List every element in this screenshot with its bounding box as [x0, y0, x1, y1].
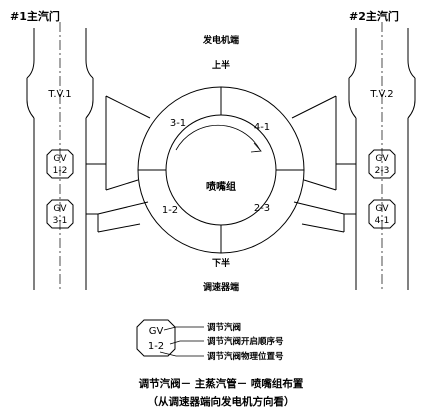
gv-2-3-bottom: 2-3: [375, 166, 390, 176]
lower-half-label: 下半: [212, 257, 230, 269]
caption-line-1: 调节汽阀－ 主蒸汽管－ 喷嘴组布置: [139, 377, 304, 390]
gv-3-1-bottom: 3-1: [53, 216, 68, 226]
legend-gv-bottom: 1-2: [148, 341, 164, 352]
legend-item-physical-position: 调节汽阀物理位置号: [207, 351, 284, 362]
nozzle-segment-2-3: 2-3: [254, 203, 270, 214]
upper-half-label: 上半: [212, 59, 230, 71]
generator-end-label: 发电机端: [202, 34, 239, 46]
right-main-valve-title: #2主汽门: [349, 9, 399, 23]
gv-1-2-top: GV: [53, 154, 67, 164]
nozzle-group-label: 喷嘴组: [206, 180, 236, 193]
left-main-valve-label: T.V.1: [47, 89, 71, 100]
control-valve-gv-2-3: GV 2-3: [368, 149, 396, 179]
right-main-valve-label: T.V.2: [369, 89, 393, 100]
control-valve-gv-3-1: GV 3-1: [46, 199, 74, 229]
right-main-valve: T.V.2: [348, 22, 416, 292]
legend-item-opening-sequence: 调节汽阀开启顺序号: [207, 336, 284, 347]
nozzle-segment-4-1: 4-1: [254, 122, 270, 133]
nozzle-segment-1-2: 1-2: [162, 205, 178, 216]
gv-4-1-top: GV: [375, 204, 389, 214]
control-valve-gv-1-2: GV 1-2: [46, 149, 74, 179]
gv-1-2-bottom: 1-2: [53, 166, 68, 176]
nozzle-ring: 3-1 4-1 1-2 2-3 喷嘴组: [137, 86, 305, 254]
gv-4-1-bottom: 4-1: [375, 216, 390, 226]
left-main-valve: T.V.1: [26, 22, 94, 292]
left-main-valve-title: #1主汽门: [10, 9, 60, 23]
legend-gv-top: GV: [149, 326, 164, 337]
gv-2-3-top: GV: [375, 154, 389, 164]
legend: GV 1-2 调节汽阀 调节汽阀开启顺序号 调节汽阀物理位置号: [136, 319, 284, 362]
gv-3-1-top: GV: [53, 204, 67, 214]
control-valve-gv-4-1: GV 4-1: [368, 199, 396, 229]
governor-end-label: 调速器端: [203, 281, 239, 293]
caption-line-2: （从调速器端向发电机方向看）: [148, 395, 295, 408]
steam-pipes: [86, 95, 356, 233]
nozzle-segment-3-1: 3-1: [170, 118, 186, 129]
legend-item-control-valve: 调节汽阀: [207, 322, 241, 333]
